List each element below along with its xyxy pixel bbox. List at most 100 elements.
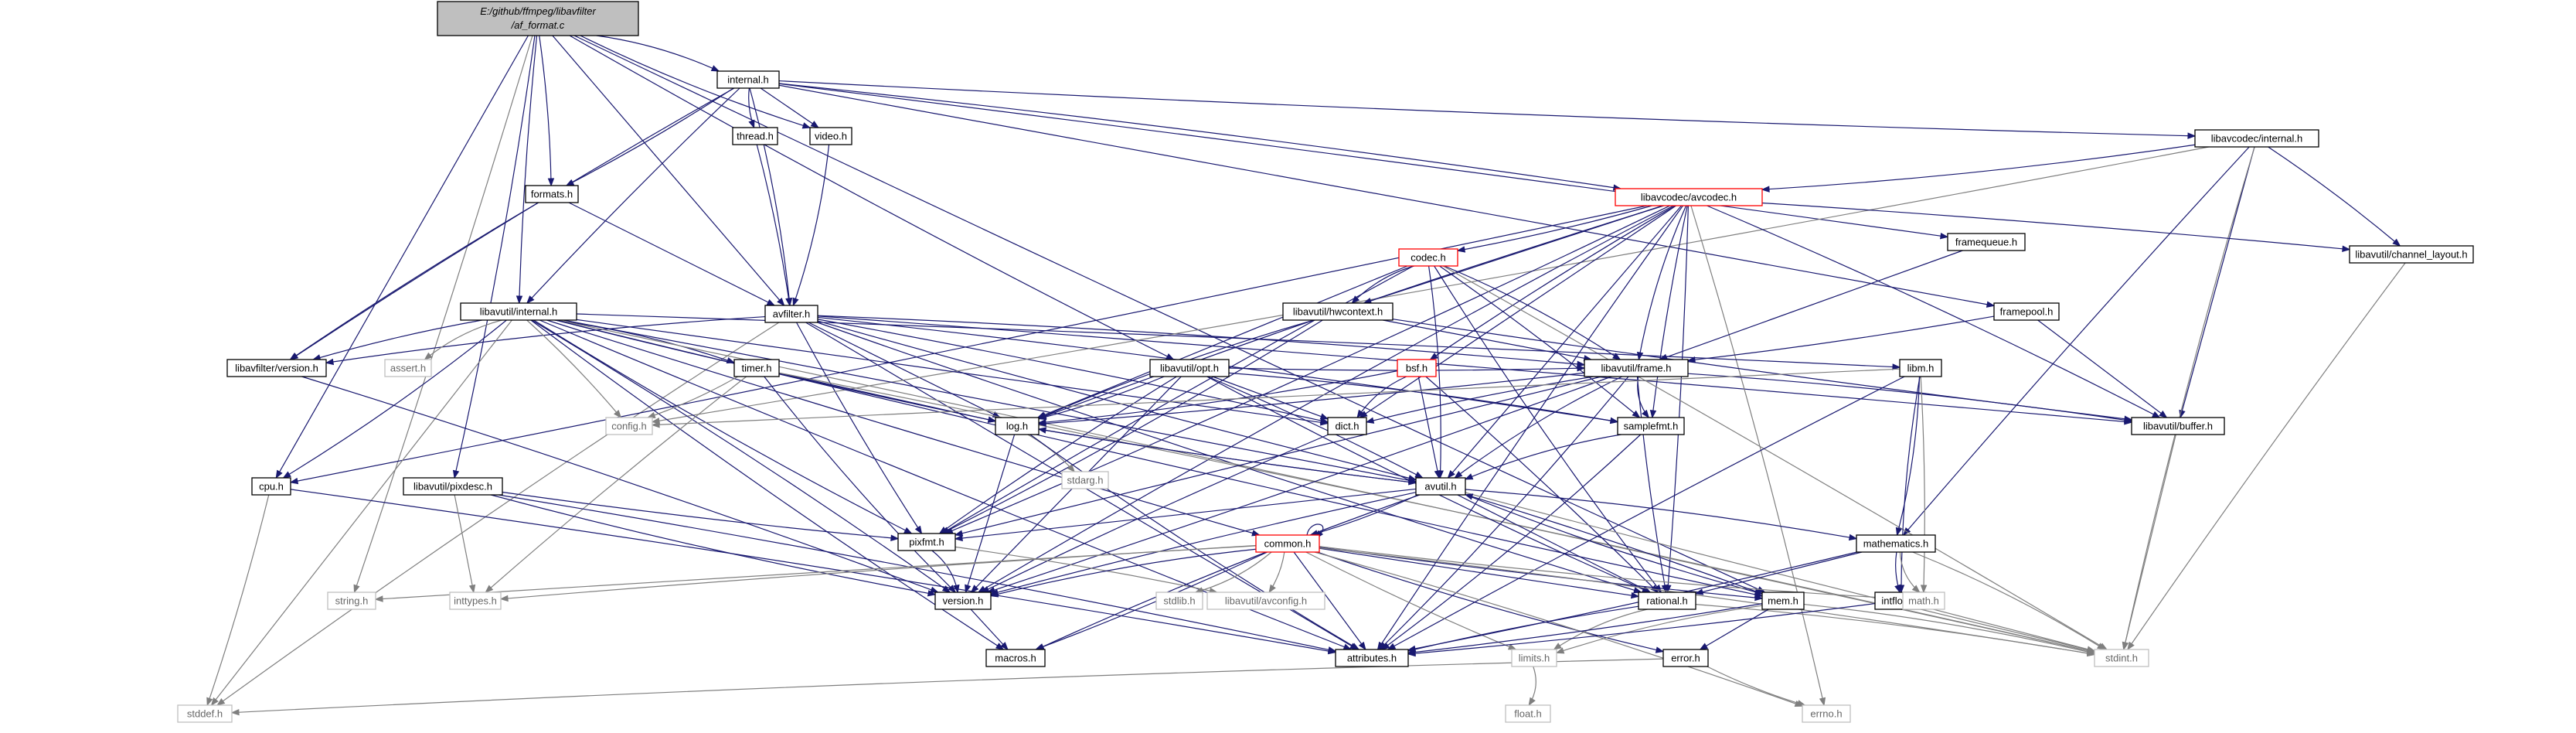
dependency-edge-avcodec-to-errno [1690,205,1825,706]
node-macros[interactable]: macros.h [985,649,1046,667]
node-hwcontext[interactable]: libavutil/hwcontext.h [1282,302,1393,321]
node-frame[interactable]: libavutil/frame.h [1584,359,1689,377]
edge-arrowhead-pixdesc-to-pixfmt [890,534,900,541]
node-avutil-internal[interactable]: libavutil/internal.h [460,302,577,321]
node-label: libavutil/channel_layout.h [2355,249,2467,261]
node-internal[interactable]: internal.h [716,70,780,89]
node-lavfi-version[interactable]: libavfilter/version.h [226,359,327,377]
dependency-edge-common-to-error [1317,551,1664,653]
node-box-avcodec-internal [2194,129,2319,148]
edge-arrowhead-common-to-attributes [1358,641,1366,651]
node-label: version.h [943,595,984,607]
node-rational[interactable]: rational.h [1638,592,1696,610]
dependency-edge-avcodec-to-pixfmt [945,205,1670,534]
dependency-edge-avcodec-to-channel_layout [1761,202,2350,251]
node-channel-layout[interactable]: libavutil/channel_layout.h [2349,245,2474,264]
node-label: stddef.h [187,708,223,720]
node-samplefmt[interactable]: samplefmt.h [1617,417,1685,435]
dependency-edge-avutil_internal-to-timer [554,319,735,363]
node-version[interactable]: version.h [934,592,992,610]
node-avutil[interactable]: avutil.h [1415,477,1466,496]
edge-arrowhead-libm-to-config [651,421,660,428]
dependency-edge-common-to-stdint [1319,547,2095,655]
node-limits[interactable]: limits.h [1511,649,1557,667]
dependency-edge-common-to-inttypes [500,545,1257,600]
node-errno[interactable]: errno.h [1802,704,1851,723]
edge-arrowhead-samplefmt-to-attributes [1381,642,1390,650]
node-common[interactable]: common.h [1255,534,1320,553]
node-mem[interactable]: mem.h [1761,592,1805,610]
node-avcodec[interactable]: libavcodec/avcodec.h [1615,188,1763,206]
edge-arrowhead-avcodec-to-samplefmt [1649,410,1657,419]
edge-arrowhead-avutil_internal-to-pixfmt [903,527,913,534]
node-float[interactable]: float.h [1505,704,1551,723]
dependency-edge-avutil_internal-to-stdint [557,319,2095,653]
node-codec[interactable]: codec.h [1398,248,1458,267]
node-video[interactable]: video.h [809,127,852,145]
edge-arrowhead-avutil_internal-to-stddef [210,697,219,707]
dependency-edge-avfilter-to-log [808,322,1001,418]
node-timer[interactable]: timer.h [733,359,780,377]
node-stdint[interactable]: stdint.h [2094,649,2149,667]
dependency-edge-thread-to-avfilter [756,144,791,306]
node-label: assert.h [390,363,426,374]
node-stdarg[interactable]: stdarg.h [1061,471,1109,489]
dependency-edge-common-to-errno [1314,551,1803,707]
node-assert[interactable]: assert.h [384,359,432,377]
edge-arrowhead-avutil_internal-to-libm [1892,363,1901,370]
node-stdlib[interactable]: stdlib.h [1155,592,1203,610]
node-error[interactable]: error.h [1662,649,1709,667]
root-title-line: E:/github/ffmpeg/libavfilter [480,5,596,17]
node-root[interactable]: E:/github/ffmpeg/libavfilter/af_format.c [437,1,639,36]
node-pixdesc[interactable]: libavutil/pixdesc.h [403,477,503,496]
node-formats[interactable]: formats.h [525,185,579,203]
dependency-edge-opt-to-avutil [1207,376,1423,479]
node-inttypes[interactable]: inttypes.h [449,592,502,610]
dependency-edge-avfilter-to-lavfi_version [325,315,766,363]
node-buffer[interactable]: libavutil/buffer.h [2131,417,2225,435]
dependency-edge-avutil-to-mathematics [1465,489,1857,540]
node-attributes[interactable]: attributes.h [1335,649,1409,667]
edge-arrowhead-internal-to-framepool [1986,301,1996,308]
edge-arrowhead-formats-to-lavfi_version [289,353,298,360]
node-math[interactable]: math.h [1902,592,1945,610]
dependency-edge-avcodec-to-avutil [1447,205,1683,479]
edge-arrowhead-timer-to-log [987,416,997,423]
dependency-edge-root-to-internal [596,35,720,72]
node-libm[interactable]: libm.h [1899,359,1942,377]
node-framequeue[interactable]: framequeue.h [1947,233,2026,251]
node-avfilter[interactable]: avfilter.h [764,305,818,323]
edge-arrowhead-opt-to-samplefmt [1609,417,1619,424]
dependency-edge-framepool-to-frame [1687,315,1995,361]
node-label: libavutil/buffer.h [2143,421,2213,432]
node-avcodec-internal[interactable]: libavcodec/internal.h [2194,129,2319,148]
node-avconfig[interactable]: libavutil/avconfig.h [1206,592,1325,610]
node-box-assert [384,359,432,377]
dependency-edge-opt-to-log [1038,376,1165,420]
node-log[interactable]: log.h [995,417,1040,435]
dependency-edge-frame-to-dict [1366,376,1594,423]
node-string[interactable]: string.h [327,592,376,610]
node-stddef[interactable]: stddef.h [177,704,233,723]
node-cpu[interactable]: cpu.h [251,477,291,496]
edge-arrowhead-internal-to-avutil_internal [526,295,535,305]
node-bsf[interactable]: bsf.h [1397,359,1437,377]
node-thread[interactable]: thread.h [732,127,778,145]
node-label: libavutil/avconfig.h [1225,595,1307,607]
dependency-edge-libm-to-mathematics [1896,376,1921,536]
node-config[interactable]: config.h [605,417,653,435]
edge-arrowhead-frame-to-avutil [1454,470,1463,479]
node-label: libavutil/hwcontext.h [1293,306,1383,318]
node-dict[interactable]: dict.h [1327,417,1367,435]
dependency-edge-avcodec-to-samplefmt [1652,205,1688,418]
node-framepool[interactable]: framepool.h [1993,302,2060,321]
dependency-edge-avcodec_internal-to-config [652,146,2209,423]
node-pixfmt[interactable]: pixfmt.h [897,533,956,551]
edge-arrowhead-pixdesc-to-inttypes [468,584,476,594]
edge-arrowhead-framepool-to-frame [1686,356,1696,363]
edge-arrowhead-mathematics-to-rational [1694,588,1704,595]
node-label: pixfmt.h [909,537,944,548]
dependency-edge-avcodec-to-rational [1666,205,1690,593]
node-opt[interactable]: libavutil/opt.h [1149,359,1230,377]
node-mathematics[interactable]: mathematics.h [1856,534,1936,553]
